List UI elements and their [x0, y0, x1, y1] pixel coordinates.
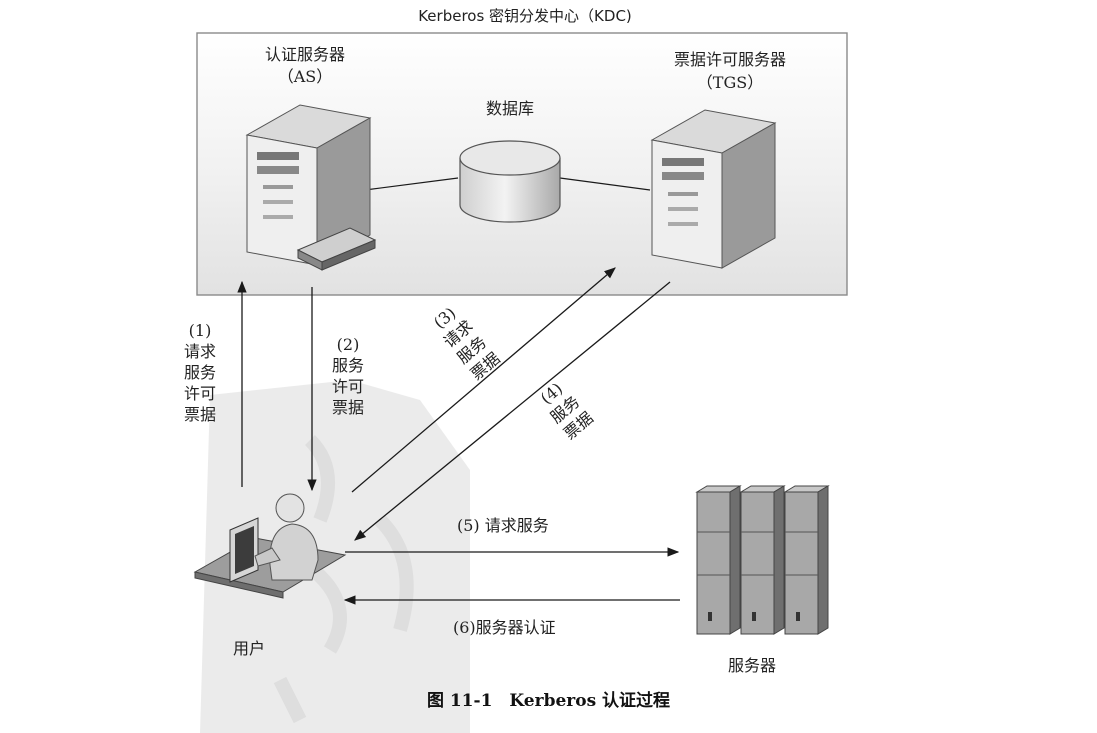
step-1-line: 服务 — [183, 363, 216, 382]
as-name-label: 认证服务器 — [264, 45, 345, 64]
step-2-label: (2) 服务 许可 票据 — [328, 334, 368, 418]
database-icon — [459, 140, 561, 223]
step-1-line: 请求 — [183, 342, 216, 361]
step-2-line: 票据 — [331, 398, 364, 417]
tgs-name-label: 票据许可服务器 — [673, 50, 786, 69]
as-server-icon — [245, 104, 377, 271]
server-label: 服务器 — [728, 656, 777, 675]
db-tgs-link — [559, 177, 651, 191]
step-2-line: 服务 — [331, 356, 364, 375]
figure-caption: 图 11-1 Kerberos 认证过程 — [426, 691, 671, 711]
kdc-title: Kerberos 密钥分发中心（KDC) — [418, 7, 632, 25]
step-1-label: (1) 请求 服务 许可 票据 — [180, 320, 220, 425]
as-db-link — [364, 177, 459, 191]
step-1-line: 票据 — [183, 405, 216, 424]
step-1-number: (1) — [188, 321, 212, 340]
as-abbr-label: （AS） — [277, 67, 333, 86]
tgs-server-icon — [650, 109, 777, 269]
step-2-line: 许可 — [331, 377, 364, 396]
user-workstation-icon — [193, 493, 347, 599]
arrow-3 — [351, 267, 616, 493]
server-rack-icon — [695, 485, 830, 635]
user-label: 用户 — [233, 639, 266, 658]
database-label: 数据库 — [485, 99, 534, 118]
step-5-label: (5) 请求服务 — [457, 516, 549, 535]
arrow-4 — [354, 281, 671, 541]
step-6-label: (6)服务器认证 — [453, 618, 556, 637]
step-1-line: 许可 — [183, 384, 216, 403]
tgs-abbr-label: （TGS） — [696, 73, 764, 92]
step-2-number: (2) — [336, 335, 360, 354]
